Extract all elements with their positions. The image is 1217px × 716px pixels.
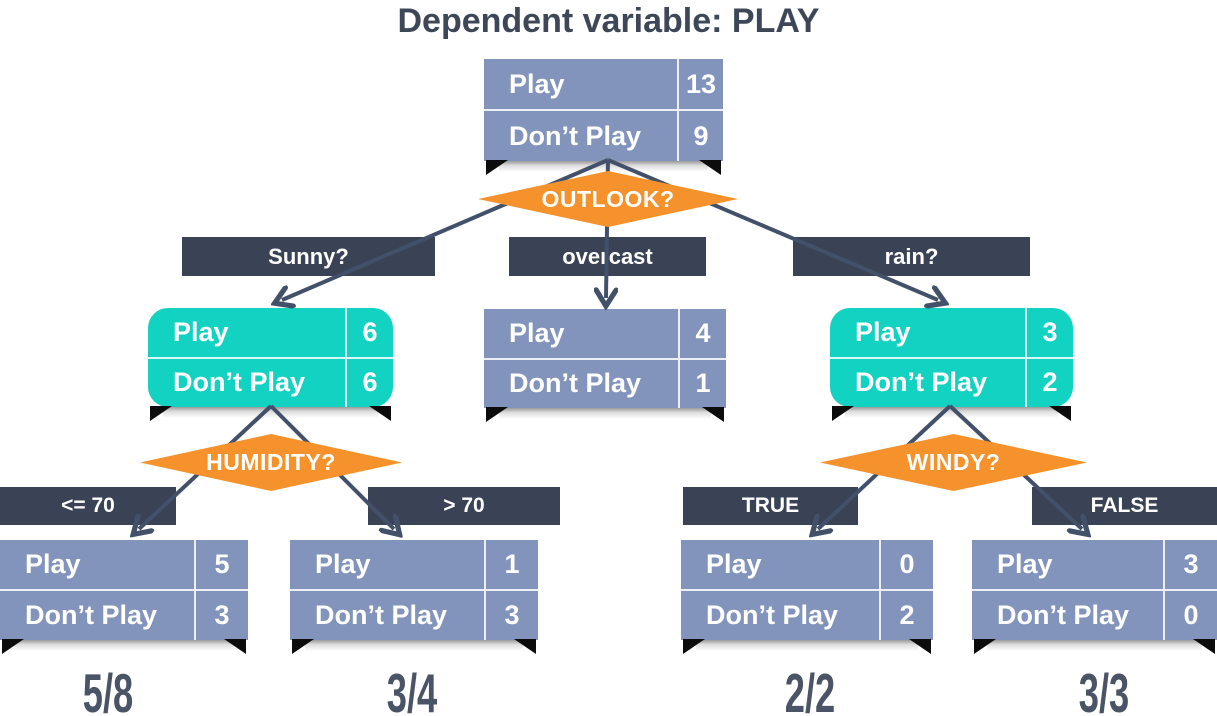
node-row-dont-play: Don’t Play 2 bbox=[830, 358, 1073, 407]
node-fold-left bbox=[486, 160, 508, 175]
branch-label-sunny: Sunny? bbox=[182, 237, 435, 276]
ratio-humidity-gt70: 3/4 bbox=[386, 662, 438, 716]
play-label: Play bbox=[706, 549, 762, 579]
dont-play-count: 3 bbox=[194, 591, 248, 640]
play-label: Play bbox=[855, 316, 911, 347]
node-fold-left bbox=[486, 407, 508, 422]
ratio-windy-true: 2/2 bbox=[784, 662, 836, 716]
dont-play-count: 2 bbox=[1025, 358, 1073, 407]
node-shadow-strip bbox=[305, 640, 523, 651]
node-fold-left bbox=[292, 639, 314, 654]
dont-play-count: 0 bbox=[1163, 591, 1217, 640]
play-label: Play bbox=[173, 316, 229, 347]
play-count: 1 bbox=[484, 540, 538, 589]
dont-play-label: Don’t Play bbox=[509, 368, 642, 399]
node-fold-left bbox=[974, 639, 996, 654]
play-label: Play bbox=[509, 68, 565, 99]
node-fold-left bbox=[832, 406, 854, 421]
branch-label-windy-true: TRUE bbox=[683, 487, 858, 525]
play-label: Play bbox=[315, 549, 371, 579]
node-shadow-strip bbox=[696, 640, 918, 651]
play-label: Play bbox=[25, 549, 81, 579]
node-overcast: Play 4 Don’t Play 1 bbox=[484, 309, 726, 422]
ratio-windy-false: 3/3 bbox=[1078, 662, 1130, 716]
node-root: Play 13 Don’t Play 9 bbox=[484, 59, 723, 175]
node-humidity-le70: Play 5 Don’t Play 3 bbox=[0, 540, 248, 654]
dont-play-label: Don’t Play bbox=[997, 600, 1130, 630]
branch-label-windy-false: FALSE bbox=[1032, 487, 1217, 525]
node-fold-right bbox=[514, 639, 536, 654]
node-fold-right bbox=[702, 407, 724, 422]
play-count: 4 bbox=[678, 309, 726, 358]
node-row-dont-play: Don’t Play 6 bbox=[148, 358, 393, 407]
connector-root-rain bbox=[607, 158, 938, 300]
node-sunny: Play 6 Don’t Play 6 bbox=[148, 308, 393, 421]
play-count: 3 bbox=[1025, 308, 1073, 357]
branch-label-humidity-gt70: > 70 bbox=[368, 487, 560, 525]
dont-play-count: 9 bbox=[677, 111, 723, 161]
dont-play-label: Don’t Play bbox=[315, 600, 448, 630]
node-row-play: Play 6 bbox=[148, 308, 393, 359]
node-rain: Play 3 Don’t Play 2 bbox=[830, 308, 1073, 421]
dont-play-count: 6 bbox=[345, 358, 393, 407]
decision-windy: WINDY? bbox=[820, 434, 1087, 491]
node-row-play: Play 3 bbox=[972, 540, 1217, 591]
dont-play-count: 2 bbox=[879, 591, 933, 640]
node-row-dont-play: Don’t Play 1 bbox=[484, 359, 726, 408]
node-fold-right bbox=[369, 406, 391, 421]
node-shadow-strip bbox=[845, 407, 1058, 418]
node-fold-right bbox=[699, 160, 721, 175]
node-shadow-strip bbox=[499, 161, 708, 172]
play-label: Play bbox=[997, 549, 1053, 579]
page-title: Dependent variable: PLAY bbox=[397, 2, 820, 40]
node-shadow-strip bbox=[987, 640, 1202, 651]
node-windy-true: Play 0 Don’t Play 2 bbox=[681, 540, 933, 654]
dont-play-label: Don’t Play bbox=[706, 600, 839, 630]
decision-outlook: OUTLOOK? bbox=[478, 171, 738, 227]
connector-root-sunny bbox=[282, 158, 609, 300]
branch-label-humidity-le70: <= 70 bbox=[0, 487, 176, 525]
decision-humidity: HUMIDITY? bbox=[140, 434, 402, 491]
node-row-play: Play 0 bbox=[681, 540, 933, 591]
node-row-play: Play 13 bbox=[484, 59, 723, 111]
dont-play-label: Don’t Play bbox=[25, 600, 158, 630]
node-row-dont-play: Don’t Play 2 bbox=[681, 591, 933, 640]
play-label: Play bbox=[509, 317, 565, 348]
node-row-dont-play: Don’t Play 3 bbox=[290, 591, 538, 640]
play-count: 13 bbox=[677, 59, 723, 109]
node-row-dont-play: Don’t Play 0 bbox=[972, 591, 1217, 640]
node-fold-left bbox=[2, 639, 24, 654]
dont-play-label: Don’t Play bbox=[173, 367, 306, 398]
dont-play-label: Don’t Play bbox=[509, 120, 642, 151]
node-fold-right bbox=[909, 639, 931, 654]
node-shadow-strip bbox=[15, 640, 233, 651]
play-count: 5 bbox=[194, 540, 248, 589]
node-fold-left bbox=[683, 639, 705, 654]
play-count: 0 bbox=[879, 540, 933, 589]
node-row-dont-play: Don’t Play 3 bbox=[0, 591, 248, 640]
node-fold-right bbox=[1049, 406, 1071, 421]
dont-play-count: 1 bbox=[678, 359, 726, 408]
node-fold-right bbox=[1193, 639, 1215, 654]
play-count: 6 bbox=[345, 308, 393, 357]
node-windy-false: Play 3 Don’t Play 0 bbox=[972, 540, 1217, 654]
node-row-dont-play: Don’t Play 9 bbox=[484, 111, 723, 161]
node-shadow-strip bbox=[163, 407, 378, 418]
branch-label-overcast: overcast bbox=[509, 237, 706, 276]
node-row-play: Play 4 bbox=[484, 309, 726, 360]
branch-label-rain: rain? bbox=[793, 237, 1030, 276]
node-humidity-gt70: Play 1 Don’t Play 3 bbox=[290, 540, 538, 654]
play-count: 3 bbox=[1163, 540, 1217, 589]
node-row-play: Play 1 bbox=[290, 540, 538, 591]
node-fold-right bbox=[224, 639, 246, 654]
node-shadow-strip bbox=[499, 408, 711, 419]
node-row-play: Play 5 bbox=[0, 540, 248, 591]
dont-play-label: Don’t Play bbox=[855, 367, 988, 398]
node-fold-left bbox=[150, 406, 172, 421]
ratio-humidity-le70: 5/8 bbox=[82, 662, 134, 716]
dont-play-count: 3 bbox=[484, 591, 538, 640]
node-row-play: Play 3 bbox=[830, 308, 1073, 359]
